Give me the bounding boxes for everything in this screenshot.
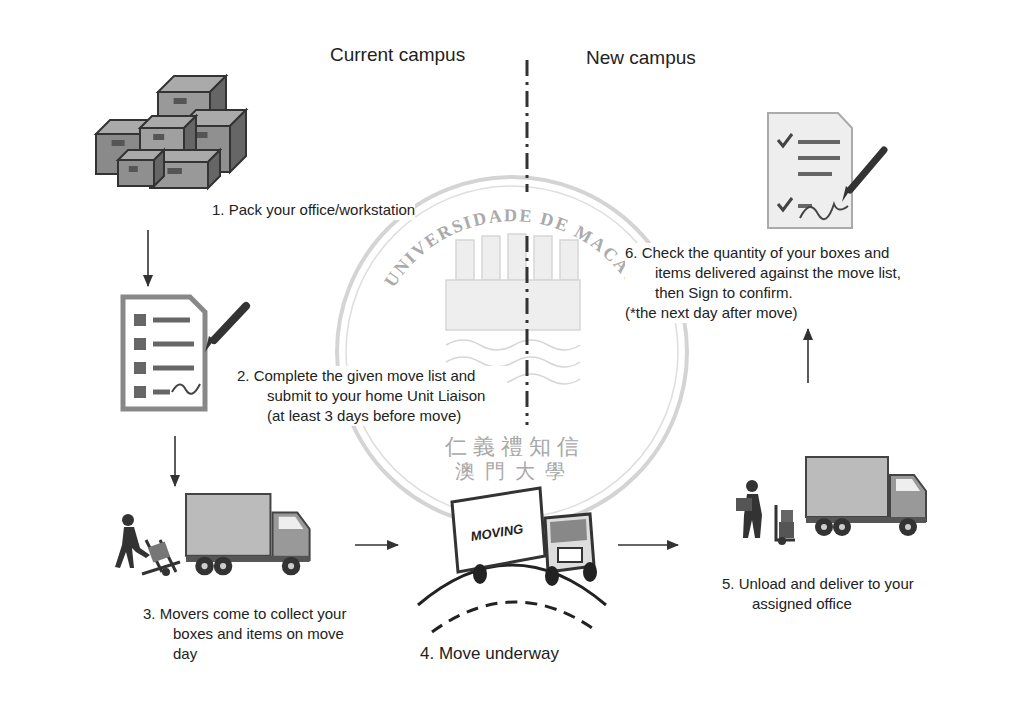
step-text-block: 5. Unload and deliver to your assigned o…: [722, 574, 956, 614]
region-heading: Current campus: [330, 44, 465, 66]
porter-unloading: [736, 480, 795, 545]
step-text: 3. Movers come to collect your boxes and…: [143, 604, 348, 664]
checkmarks: [778, 134, 792, 210]
wheel: [815, 518, 833, 536]
pen: [214, 306, 246, 340]
window: [896, 479, 920, 491]
road-centre: [432, 602, 598, 632]
flow-arrow: [174, 436, 176, 486]
step-text: 5. Unload and deliver to your assigned o…: [722, 574, 956, 614]
seal-wall: [446, 280, 580, 330]
region-heading: New campus: [586, 47, 696, 69]
step-text-block: 1. Pack your office/workstation: [212, 200, 452, 220]
watermark-text: 仁義禮知信: [445, 432, 585, 462]
divider-line: [526, 236, 529, 425]
checklist-icon: [768, 113, 884, 228]
worker-with-trolley: [115, 514, 180, 576]
cargo-box: [452, 488, 545, 572]
paper: [768, 113, 852, 228]
flow-arrow: [618, 544, 678, 546]
step-node: 5. Unload and deliver to your assigned o…: [680, 385, 960, 620]
seal-tower: [534, 236, 552, 280]
moving-truck: MOVING: [418, 488, 606, 632]
boxes-icon: [96, 76, 246, 188]
box-tape: [174, 98, 187, 104]
windshield: [550, 519, 587, 543]
step-node: 4. Move underway: [400, 482, 616, 672]
pen-tip: [842, 186, 850, 202]
hub: [220, 563, 226, 569]
box-front: [118, 160, 154, 186]
step-text-block: 3. Movers come to collect your boxes and…: [143, 604, 348, 664]
step-node: 1. Pack your office/workstation: [80, 68, 456, 228]
cargo-box: [186, 494, 270, 556]
wheel: [214, 557, 233, 576]
wheel: [833, 518, 851, 536]
grille: [558, 548, 582, 562]
cab: [890, 475, 926, 521]
step-text-block: 4. Move underway: [420, 644, 610, 664]
hub: [201, 563, 207, 569]
truck: [806, 457, 926, 536]
list-lines: [798, 142, 840, 206]
bullets: [134, 314, 146, 398]
seal-emblem: [446, 234, 580, 384]
truck-lettering: MOVING: [470, 521, 524, 544]
divider-line: [526, 60, 529, 192]
seal-ring: [346, 186, 678, 518]
hub: [839, 524, 845, 530]
cargo-box: [806, 457, 888, 517]
hub: [821, 524, 827, 530]
seal-tower: [482, 236, 500, 280]
step-text: 1. Pack your office/workstation: [212, 200, 415, 220]
road-edge: [418, 565, 606, 605]
wheel: [282, 557, 301, 576]
step-note: (*the next day after move): [625, 303, 798, 323]
move-list-icon: [123, 297, 246, 409]
step-text-block: 6. Check the quantity of your boxes and …: [625, 243, 923, 323]
box-side: [208, 150, 220, 188]
flow-arrow: [355, 544, 398, 546]
step-node: 3. Movers come to collect your boxes and…: [105, 488, 353, 670]
watermark-text: 澳門大學: [455, 458, 575, 485]
step-node: 6. Check the quantity of your boxes and …: [620, 105, 927, 327]
pen-tip: [205, 336, 214, 352]
hub: [288, 563, 294, 569]
box-tape: [167, 168, 182, 174]
paper: [123, 297, 205, 409]
box-side: [154, 150, 164, 186]
seal-ring: [337, 177, 687, 527]
box-side: [230, 110, 246, 172]
box-tape: [153, 134, 164, 140]
list-lines: [153, 320, 194, 392]
seal-tower: [456, 240, 474, 280]
cab: [273, 513, 310, 560]
signature: [172, 384, 200, 394]
window: [279, 517, 304, 529]
seal-tower: [508, 234, 526, 280]
wheel: [899, 518, 917, 536]
truck: [186, 494, 310, 575]
seal-tower: [560, 240, 578, 280]
flow-arrow: [147, 230, 149, 286]
step-text-block: 2. Complete the given move list and subm…: [237, 366, 507, 426]
campus-divider: [526, 60, 529, 425]
signature: [800, 204, 848, 219]
seal-wave: [446, 340, 580, 350]
step-text: 2. Complete the given move list and subm…: [237, 366, 507, 426]
box-tape: [112, 140, 125, 146]
flow-arrow: [807, 329, 809, 383]
step-text: 4. Move underway: [420, 644, 559, 664]
watermark-text: UNIVERSIDADE DE MACAU: [380, 205, 644, 290]
wheel: [195, 557, 214, 576]
box-tape: [129, 166, 138, 172]
step-node: 2. Complete the given move list and subm…: [112, 288, 512, 434]
hub: [905, 524, 911, 530]
step-text: 6. Check the quantity of your boxes and …: [625, 243, 923, 303]
watermark-text: UNIVERSIDADE DE MACAU: [380, 205, 644, 290]
pen: [850, 150, 884, 190]
